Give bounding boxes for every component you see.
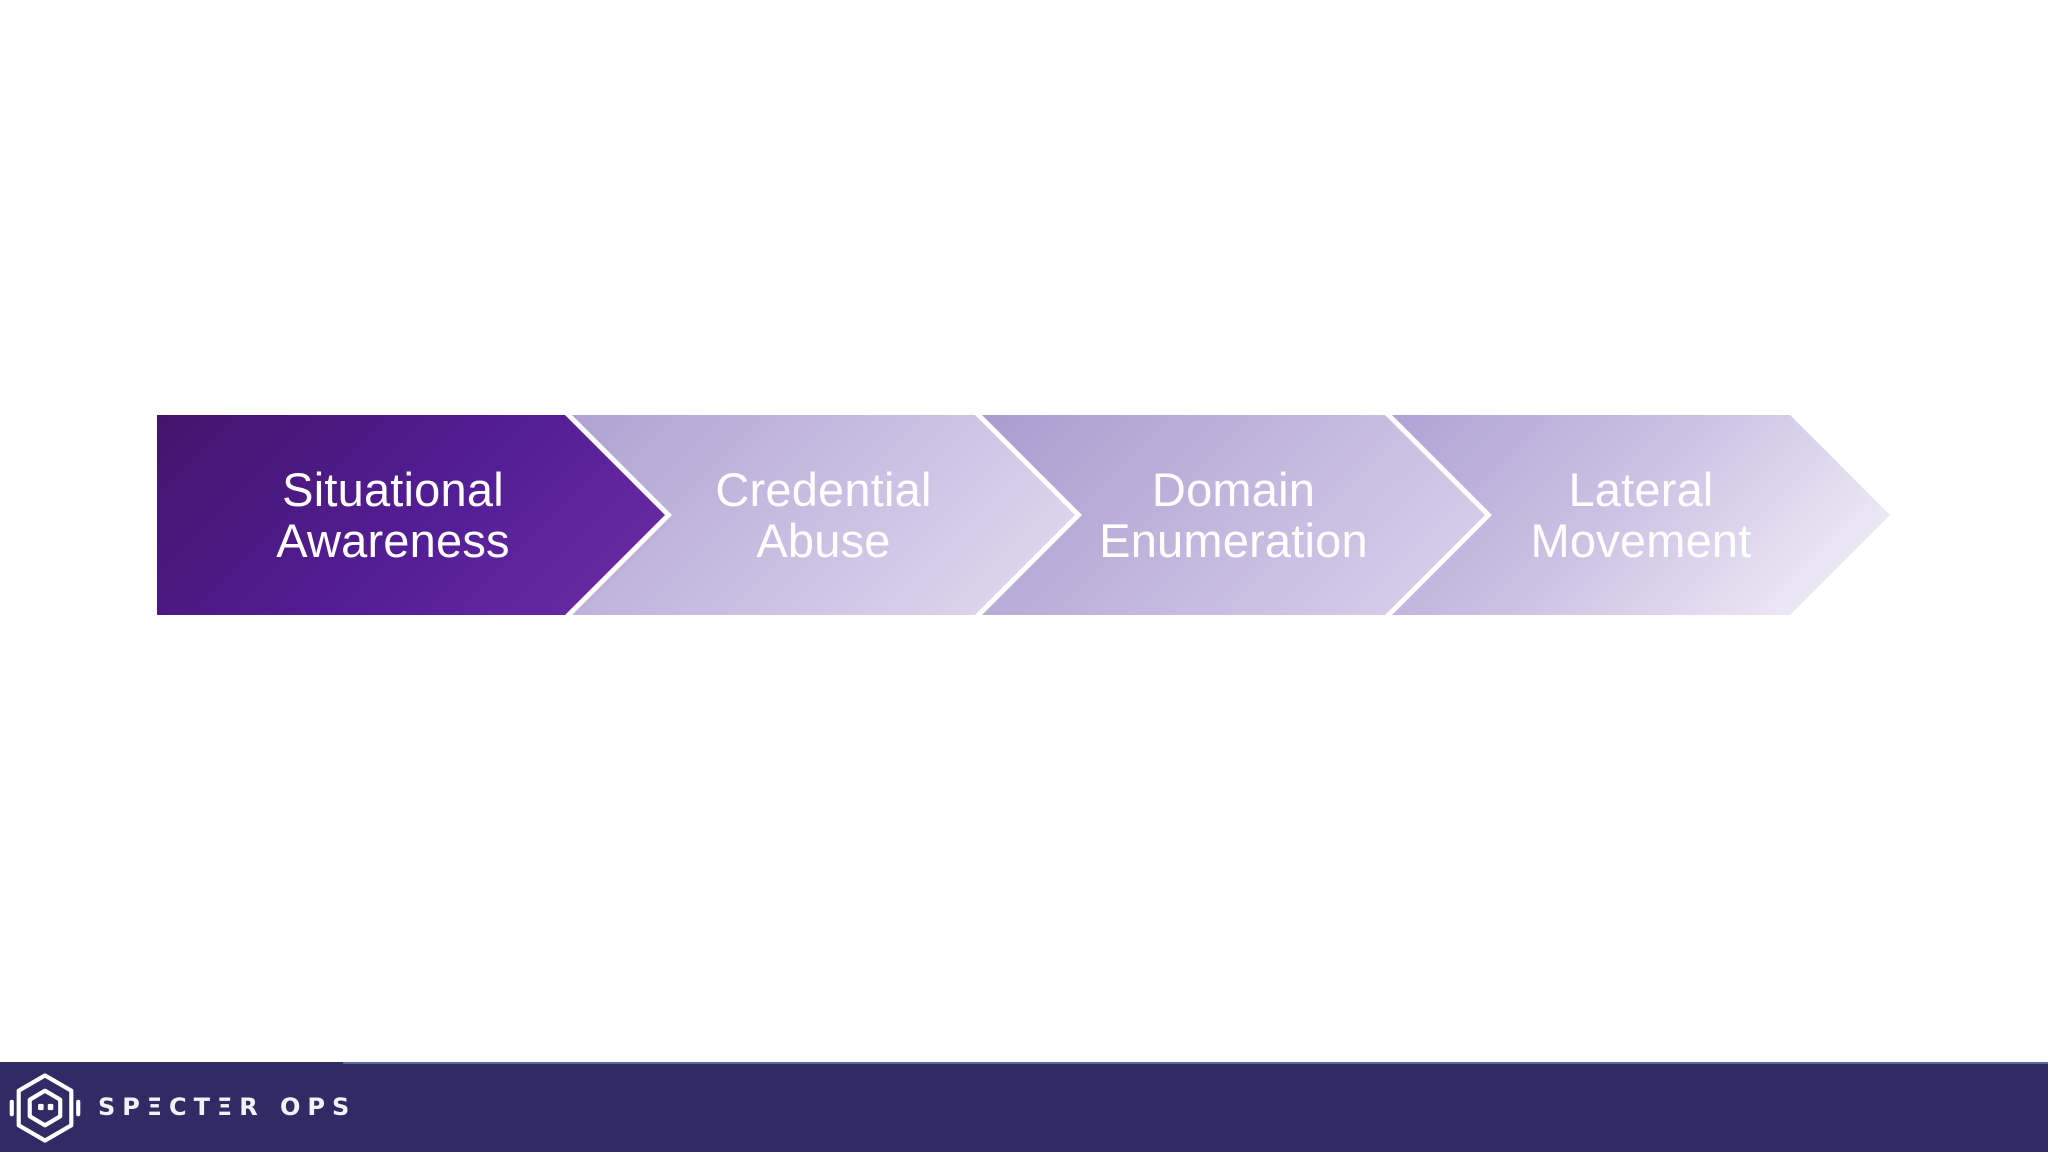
process-step-label: Credential Abuse (572, 415, 1075, 615)
label-line: Abuse (756, 514, 891, 567)
specterops-wordmark: SPΞCTΞR OPS (98, 1093, 357, 1121)
process-step-lateral-movement: Lateral Movement (1392, 415, 1890, 615)
process-step-situational-awareness: Situational Awareness (157, 415, 665, 615)
label-line: Enumeration (1099, 514, 1368, 567)
label-line: Movement (1530, 514, 1752, 567)
label-line: Credential (715, 462, 932, 516)
footer-bar: SPΞCTΞR OPS (0, 1062, 2048, 1152)
label-line: Situational (282, 462, 504, 516)
footer-logo-block (0, 1062, 343, 1152)
process-flow-diagram: Situational Awareness Credential Abuse D… (157, 415, 1890, 615)
process-step-domain-enumeration: Domain Enumeration (982, 415, 1485, 615)
label-line: Awareness (276, 514, 510, 567)
label-line: Lateral (1568, 462, 1714, 516)
label-line: Domain (1151, 462, 1316, 516)
specterops-brand: SPΞCTΞR OPS (9, 1064, 356, 1152)
process-step-label: Lateral Movement (1392, 415, 1890, 615)
process-step-label: Situational Awareness (157, 415, 665, 615)
process-step-label: Domain Enumeration (982, 415, 1485, 615)
specterops-hexagon-ghost-icon (9, 1070, 81, 1146)
